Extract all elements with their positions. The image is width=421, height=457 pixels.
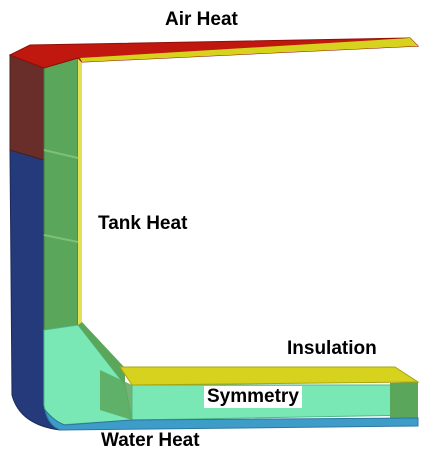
water-heat-band [44, 409, 419, 431]
outer-wall-upper [9, 54, 45, 161]
tank-heat-wall [43, 57, 79, 331]
symmetry-label: Symmetry [204, 386, 302, 408]
insulation-band [119, 366, 420, 386]
water-heat-label: Water Heat [101, 430, 200, 451]
tank-heat-label: Tank Heat [98, 213, 188, 234]
insulation-label: Insulation [287, 338, 377, 359]
air-heat-label: Air Heat [165, 9, 238, 30]
